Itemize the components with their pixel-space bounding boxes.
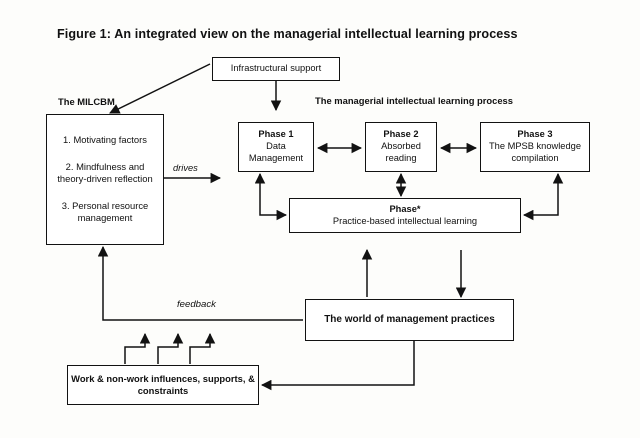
- connector-feedback-to-milcbm: [97, 245, 303, 321]
- node-phase-star: Phase* Practice-based intellectual learn…: [289, 198, 521, 233]
- phase-2-line-2: reading: [385, 152, 417, 163]
- milcbm-item-3-line-1: 3. Personal resource: [61, 200, 149, 212]
- phase-star-title: Phase*: [389, 203, 421, 214]
- phase-2-line-1: Absorbed: [381, 141, 421, 152]
- node-infrastructural-support: Infrastructural support: [212, 57, 340, 81]
- phase-3-line-2: compilation: [511, 152, 559, 163]
- milcbm-item-1: 1. Motivating factors: [63, 134, 147, 146]
- node-work-influences: Work & non-work influences, supports, & …: [67, 365, 259, 405]
- node-phase-3: Phase 3 The MPSB knowledge compilation: [480, 122, 590, 172]
- connector-phase3-phasestar: [522, 172, 564, 221]
- milcbm-item-3: 3. Personal resource management: [62, 200, 149, 224]
- world-label: The world of management practices: [324, 313, 495, 325]
- connector-support-to-milcbm: [109, 63, 211, 114]
- figure-title: Figure 1: An integrated view on the mana…: [57, 27, 518, 41]
- phase-3-line-1: The MPSB knowledge: [489, 141, 581, 152]
- process-caption: The managerial intellectual learning pro…: [315, 95, 513, 106]
- phase-3-title: Phase 3: [517, 129, 553, 140]
- node-world-of-management-practices: The world of management practices: [305, 299, 514, 341]
- connector-work-influence-2: [157, 332, 184, 364]
- connector-work-influence-1: [124, 332, 151, 364]
- node-phase-2: Phase 2 Absorbed reading: [365, 122, 437, 172]
- milcbm-item-2-line-2: theory-driven reflection: [57, 173, 153, 185]
- milcbm-item-2: 2. Mindfulness and theory-driven reflect…: [57, 161, 152, 185]
- phase-star-line-1: Practice-based intellectual learning: [332, 215, 478, 226]
- milcbm-item-3-line-2: management: [77, 212, 133, 224]
- connector-world-to-work: [260, 341, 415, 391]
- node-milcbm: 1. Motivating factors 2. Mindfulness and…: [46, 114, 164, 245]
- milcbm-item-2-line-1: 2. Mindfulness and: [65, 161, 145, 173]
- connector-work-influence-3: [189, 332, 216, 364]
- connector-phase1-phasestar: [254, 172, 288, 221]
- feedback-label: feedback: [177, 299, 216, 310]
- node-phase-1: Phase 1 Data Management: [238, 122, 314, 172]
- phase-2-title: Phase 2: [383, 129, 419, 140]
- work-influences-line-2: constraints: [137, 385, 189, 396]
- work-influences-line-1: Work & non-work influences, supports, &: [71, 372, 255, 384]
- phase-1-title: Phase 1: [258, 129, 294, 140]
- phase-1-line-2: Management: [248, 152, 304, 163]
- drives-label: drives: [173, 163, 198, 173]
- infrastructural-support-label: Infrastructural support: [230, 63, 322, 74]
- milcbm-caption: The MILCBM: [58, 96, 115, 107]
- phase-1-line-1: Data: [266, 141, 286, 152]
